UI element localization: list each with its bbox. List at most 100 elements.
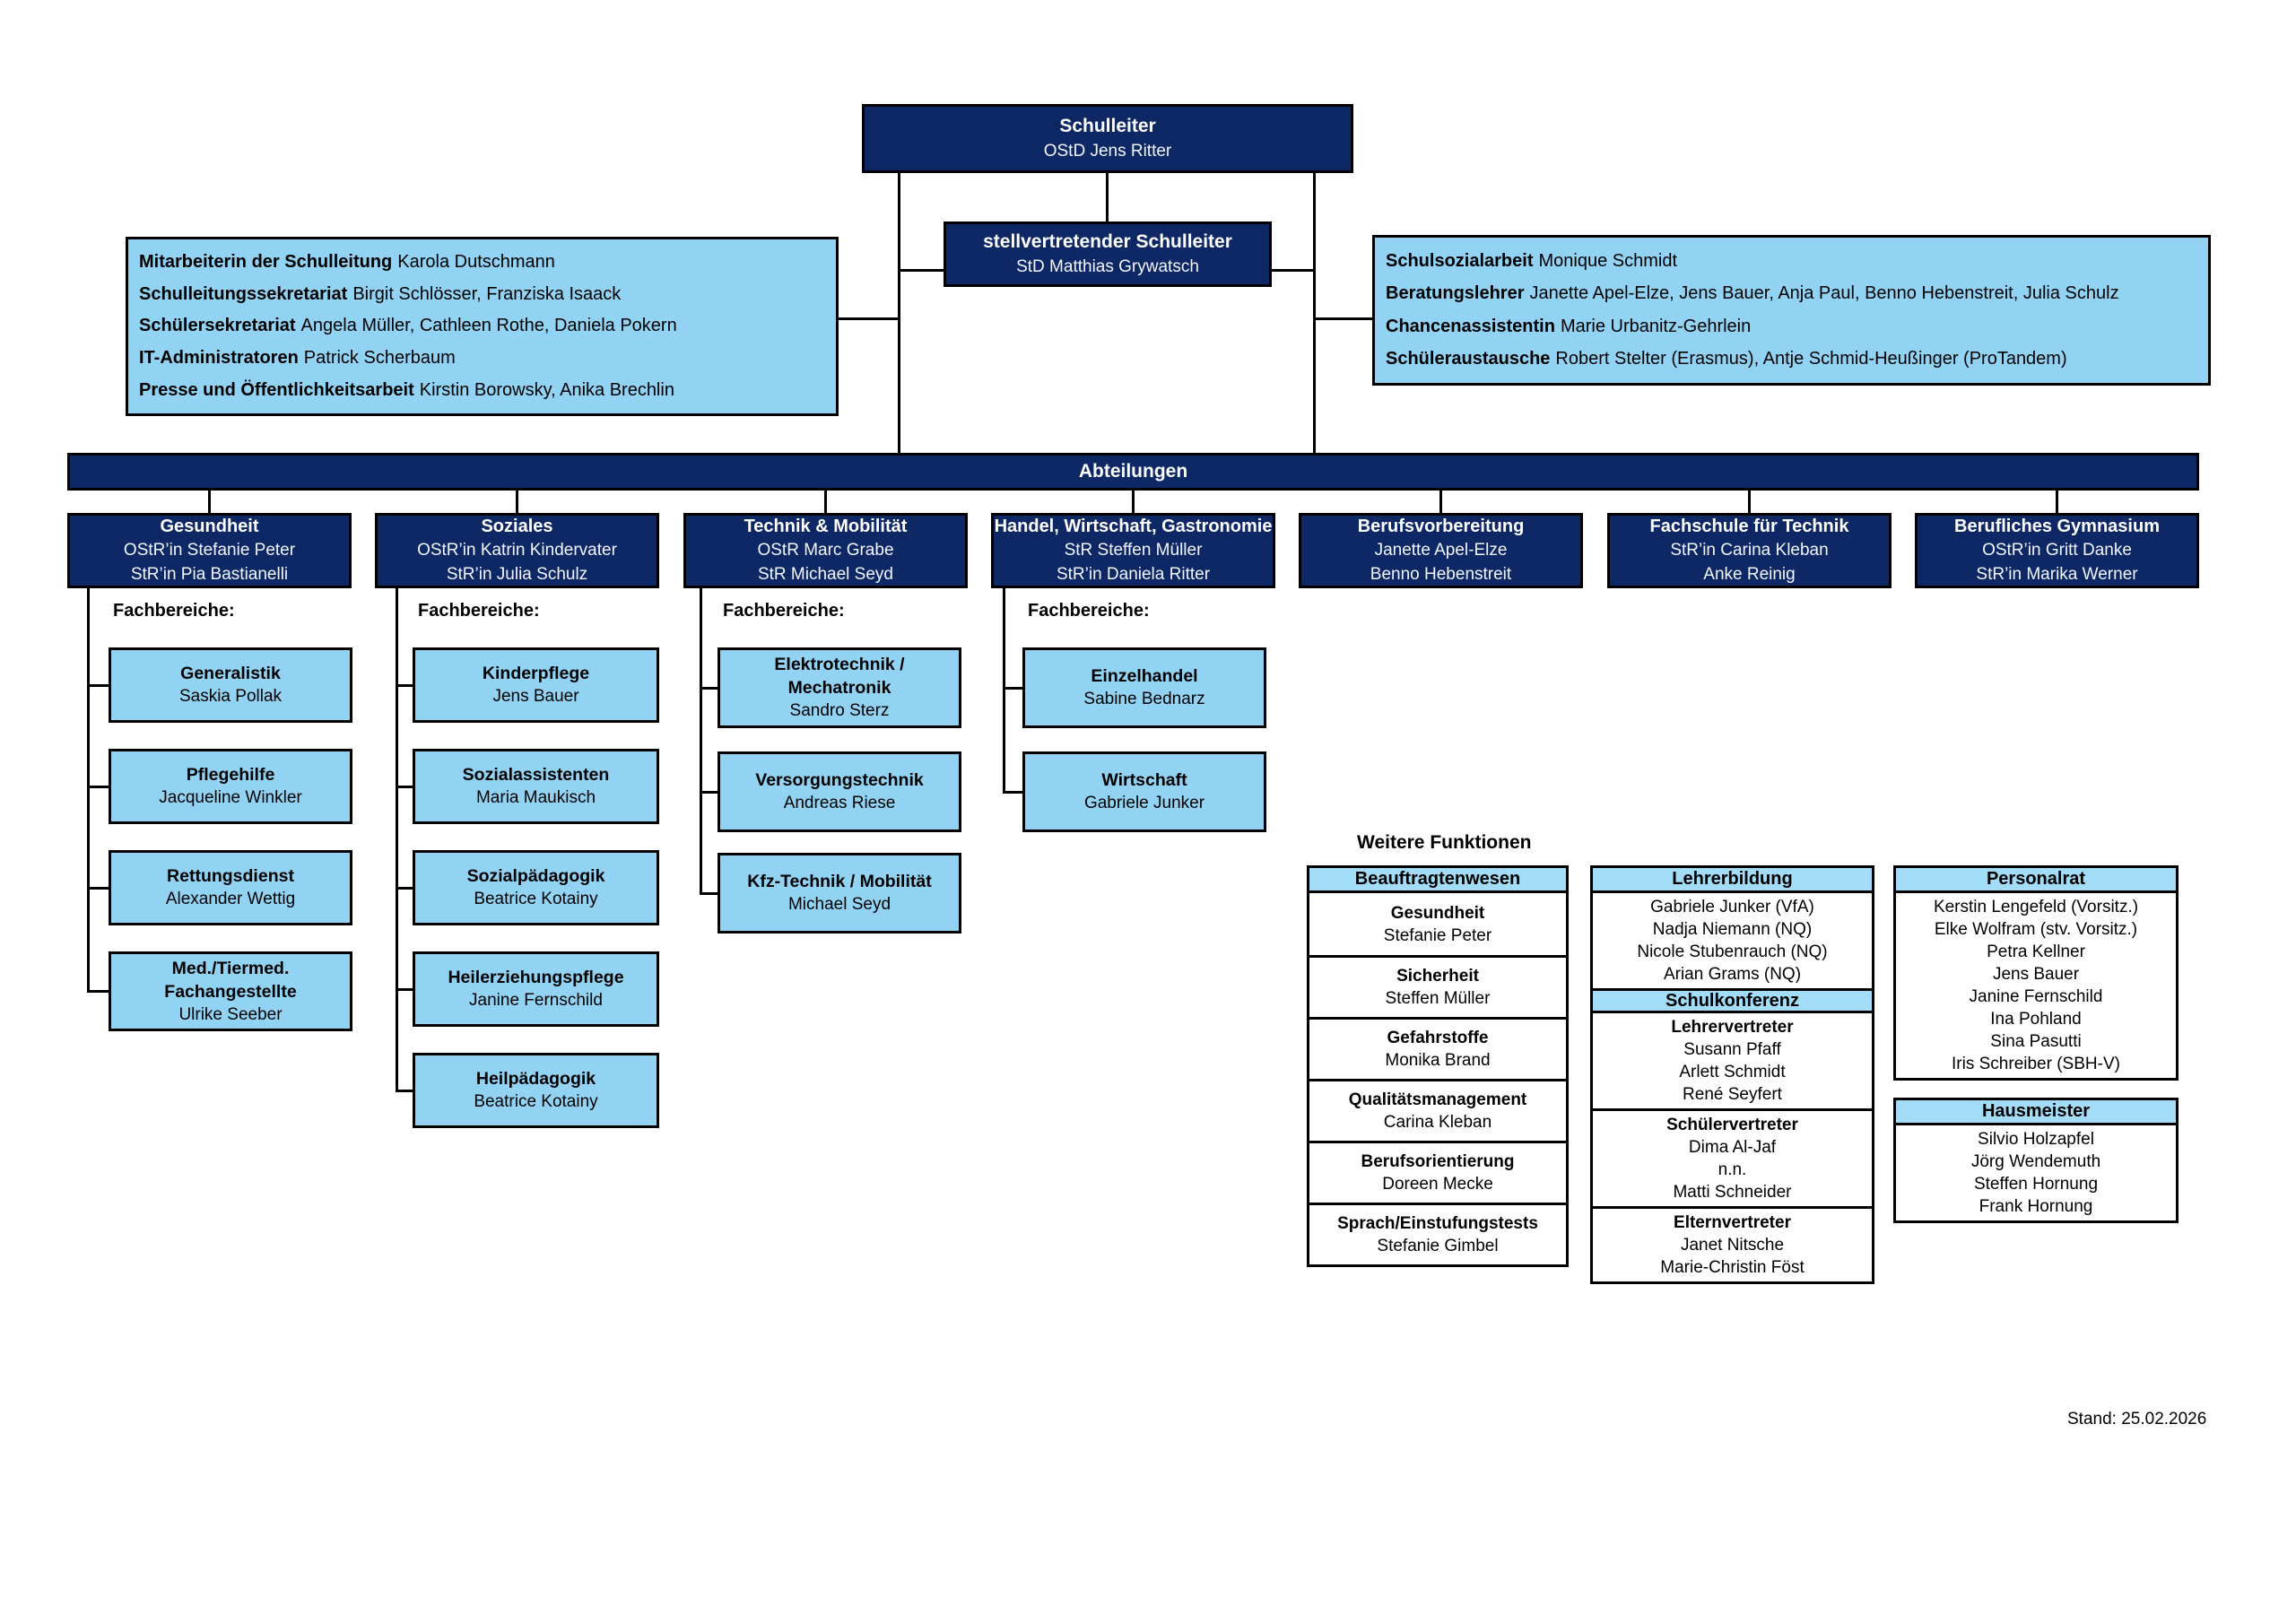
dept-box-gesundheit: Gesundheit OStR’in Stefanie Peter StR’in… [67, 513, 352, 588]
beauftragten-name: Doreen Mecke [1382, 1175, 1493, 1194]
connector-line [1748, 491, 1751, 513]
fachbereich-title: Kfz-Technik / Mobilität [747, 872, 932, 891]
beauftragten-cell: Sprach/Einstufungstests Stefanie Gimbel [1309, 1203, 1566, 1264]
fachbereich-box-kfz-technik-mobilitaet: Kfz-Technik / Mobilität Michael Seyd [718, 853, 961, 934]
fachbereich-name: Jens Bauer [492, 687, 579, 706]
fachbereich-title: Generalistik [180, 664, 281, 683]
personalrat-column: Personalrat Kerstin Lengefeld (Vorsitz.)… [1893, 865, 2179, 1081]
connector-line [898, 269, 946, 272]
fachbereich-name: Ulrike Seeber [178, 1004, 283, 1024]
dept-leader: OStR’in Gritt Danke [1982, 541, 2132, 560]
connector-line [1003, 687, 1022, 690]
beauftragtenwesen-column: Beauftragtenwesen Gesundheit Stefanie Pe… [1307, 865, 1569, 1267]
dept-title: Gesundheit [160, 517, 259, 536]
dept-leader: StR Michael Seyd [757, 565, 893, 584]
beauftragten-cell: Sicherheit Steffen Müller [1309, 955, 1566, 1017]
dept-title: Technik & Mobilität [744, 517, 908, 536]
beauftragten-name: Carina Kleban [1383, 1113, 1492, 1132]
fachbereich-box-heilpaedagogik: Heilpädagogik Beatrice Kotainy [413, 1053, 659, 1128]
fachbereiche-label: Fachbereiche: [723, 601, 845, 621]
connector-line [87, 990, 109, 993]
fachbereich-box-kinderpflege: Kinderpflege Jens Bauer [413, 647, 659, 723]
hausmeister-column: Hausmeister Silvio Holzapfel Jörg Wendem… [1893, 1098, 2179, 1223]
connector-line [824, 491, 827, 513]
info-value: Patrick Scherbaum [303, 348, 456, 369]
fachbereich-name: Beatrice Kotainy [474, 890, 598, 908]
fachbereich-box-pflegehilfe: Pflegehilfe Jacqueline Winkler [109, 749, 352, 824]
connector-line [700, 791, 718, 794]
fachbereich-title: Sozialassistenten [462, 765, 610, 785]
weitere-funktionen-title: Weitere Funktionen [1357, 832, 1532, 853]
connector-line [1106, 173, 1109, 224]
member-name: Gabriele Junker (VfA) [1650, 898, 1814, 916]
connector-line [1003, 588, 1005, 794]
fachbereich-box-med-tiermed-fachangestellte: Med./Tiermed. Fachangestellte Ulrike See… [109, 951, 352, 1031]
dept-title: Handel, Wirtschaft, Gastronomie [994, 517, 1273, 536]
connector-line [1313, 317, 1372, 320]
fachbereich-name: Gabriele Junker [1083, 794, 1205, 812]
hausmeister-header: Hausmeister [1896, 1100, 2176, 1125]
member-name: Marie-Christin Föst [1660, 1258, 1805, 1277]
fachbereich-title: Einzelhandel [1091, 666, 1198, 686]
fachbereich-name: Michael Seyd [787, 895, 891, 914]
fachbereich-name: Sabine Bednarz [1083, 690, 1205, 708]
member-name: Kerstin Lengefeld (Vorsitz.) [1933, 898, 2139, 916]
fachbereiche-label: Fachbereiche: [113, 601, 235, 621]
fachbereich-name: Sandro Sterz [789, 701, 890, 720]
personalrat-members: Kerstin Lengefeld (Vorsitz.) Elke Wolfra… [1896, 893, 2176, 1078]
dept-title: Fachschule für Technik [1649, 517, 1849, 536]
info-value: Marie Urbanitz-Gehrlein [1560, 316, 1752, 336]
fachbereich-name: Jacqueline Winkler [159, 788, 302, 807]
member-name: Nadja Niemann (NQ) [1652, 920, 1813, 939]
dept-title: Berufsvorbereitung [1357, 517, 1525, 536]
member-name: Janet Nitsche [1680, 1236, 1785, 1255]
fachbereich-box-sozialassistenten: Sozialassistenten Maria Maukisch [413, 749, 659, 824]
connector-line [87, 684, 109, 687]
connector-line [700, 588, 702, 895]
beauftragten-cell: Qualitätsmanagement Carina Kleban [1309, 1079, 1566, 1141]
member-name: Matti Schneider [1673, 1183, 1792, 1202]
beauftragten-name: Monika Brand [1385, 1051, 1491, 1070]
stand-date: Stand: 25.02.2026 [2067, 1410, 2207, 1429]
fachbereich-name: Maria Maukisch [475, 788, 596, 807]
schulkonferenz-group-lehrervertreter: Lehrervertreter Susann Pfaff Arlett Schm… [1593, 1013, 1872, 1108]
stellvertreter-box: stellvertretender Schulleiter StD Matthi… [944, 221, 1272, 287]
beauftragten-title: Sprach/Einstufungstests [1337, 1214, 1538, 1233]
fachbereich-name: Alexander Wettig [165, 890, 296, 908]
schulkonferenz-group-elternvertreter: Elternvertreter Janet Nitsche Marie-Chri… [1593, 1206, 1872, 1281]
member-name: Elke Wolfram (stv. Vorsitz.) [1934, 920, 2138, 939]
dept-leader: Benno Hebenstreit [1370, 565, 1512, 584]
beauftragten-cell: Gefahrstoffe Monika Brand [1309, 1017, 1566, 1079]
personalrat-header: Personalrat [1896, 868, 2176, 893]
fachbereich-title: Elektrotechnik / Mechatronik [774, 655, 905, 698]
member-name: René Seyfert [1683, 1085, 1782, 1104]
schulkonferenz-header: Schulkonferenz [1593, 988, 1872, 1013]
connector-line [208, 491, 211, 513]
info-value: Janette Apel-Elze, Jens Bauer, Anja Paul… [1529, 283, 2119, 304]
dept-box-soziales: Soziales OStR’in Katrin Kindervater StR’… [375, 513, 659, 588]
info-label: Mitarbeiterin der Schulleitung [139, 252, 393, 273]
fachbereich-box-wirtschaft: Wirtschaft Gabriele Junker [1022, 751, 1266, 832]
dept-title: Berufliches Gymnasium [1954, 517, 2160, 536]
info-value: Birgit Schlösser, Franziska Isaack [352, 283, 622, 304]
member-name: Jens Bauer [1992, 965, 2080, 984]
stellvertreter-name: StD Matthias Grywatsch [1016, 257, 1199, 276]
group-title: Elternvertreter [1674, 1213, 1791, 1232]
beauftragtenwesen-header: Beauftragtenwesen [1309, 868, 1566, 893]
info-label: Schülersekretariat [139, 316, 296, 336]
abteilungen-label: Abteilungen [1078, 461, 1188, 482]
info-value: Monique Schmidt [1538, 250, 1678, 271]
fachbereich-box-heilerziehungspflege: Heilerziehungspflege Janine Fernschild [413, 951, 659, 1027]
dept-leader: OStR’in Katrin Kindervater [417, 541, 617, 560]
connector-line [1003, 791, 1022, 794]
connector-line [396, 786, 413, 788]
connector-line [1313, 173, 1316, 456]
fachbereich-title: Heilerziehungspflege [448, 968, 624, 987]
connector-line [1269, 269, 1316, 272]
